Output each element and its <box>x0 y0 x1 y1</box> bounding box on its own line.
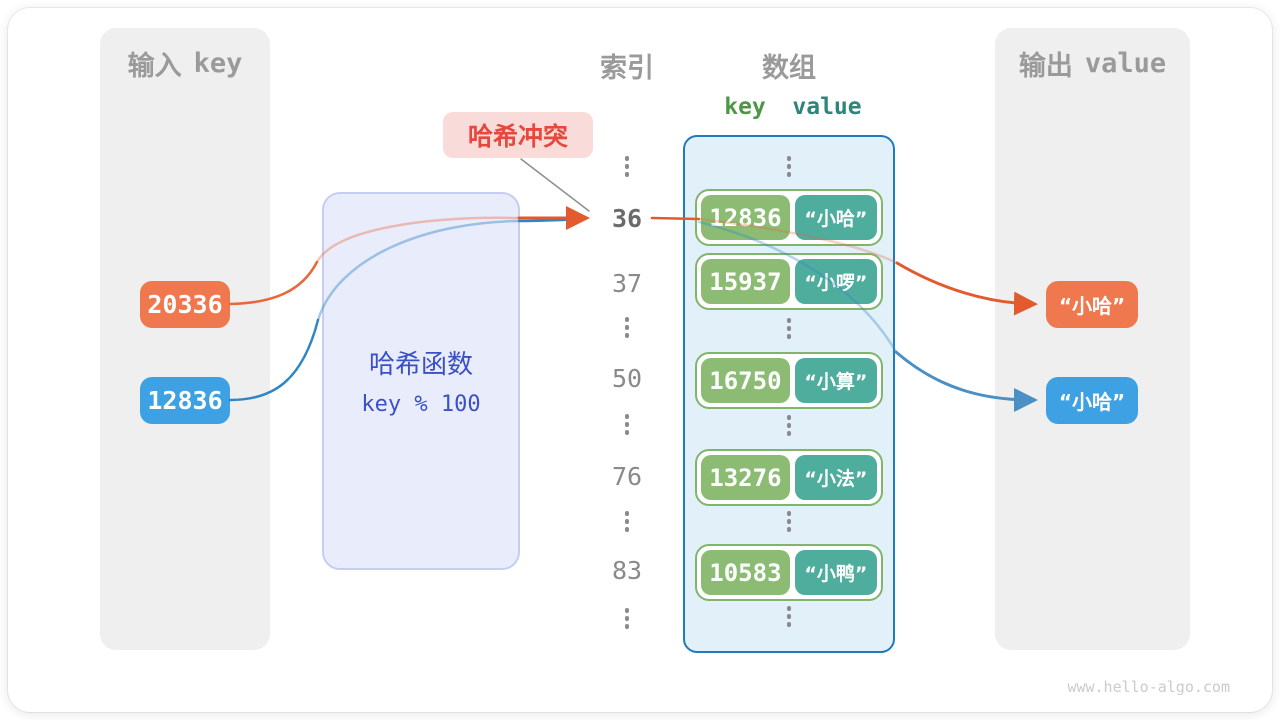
output-value-panel <box>995 28 1190 650</box>
array-pair-row: 13276 “小法” <box>695 449 883 506</box>
array-pair-row: 15937 “小啰” <box>695 253 883 310</box>
index-50: 50 <box>611 364 643 393</box>
vertical-ellipsis-icon <box>622 511 632 532</box>
pair-value: “小算” <box>794 358 877 403</box>
pair-value: “小鸭” <box>794 550 877 595</box>
vertical-ellipsis-icon <box>622 608 632 629</box>
output-panel-title: 输出 value <box>995 44 1190 83</box>
output-value-box-blue: “小哈” <box>1046 377 1138 424</box>
vertical-ellipsis-icon <box>622 156 632 177</box>
pair-value: “小法” <box>794 455 877 500</box>
pair-key: 13276 <box>701 455 790 500</box>
vertical-ellipsis-icon <box>784 318 794 339</box>
array-value-header: value <box>792 94 862 120</box>
index-36: 36 <box>611 204 643 233</box>
input-panel-title-en: key <box>193 48 243 79</box>
input-key-box-12836: 12836 <box>140 377 230 424</box>
watermark: www.hello-algo.com <box>1067 678 1230 696</box>
pair-key: 16750 <box>701 358 790 403</box>
vertical-ellipsis-icon <box>784 156 794 177</box>
output-value-box-orange: “小哈” <box>1046 281 1138 328</box>
input-panel-title-zh: 输入 <box>127 51 182 82</box>
hash-function-box <box>322 192 520 570</box>
input-key-box-20336: 20336 <box>140 281 230 328</box>
pair-value: “小哈” <box>794 195 877 240</box>
pair-key: 12836 <box>701 195 790 240</box>
output-panel-title-zh: 输出 <box>1018 51 1073 82</box>
pair-value: “小啰” <box>794 259 877 304</box>
index-37: 37 <box>611 269 643 298</box>
index-83: 83 <box>611 556 643 585</box>
array-pair-row: 10583 “小鸭” <box>695 544 883 601</box>
array-column-title: 数组 <box>762 53 816 84</box>
array-pair-row: 16750 “小算” <box>695 352 883 409</box>
input-key-panel <box>100 28 270 650</box>
vertical-ellipsis-icon <box>784 511 794 532</box>
hash-collision-label: 哈希冲突 <box>443 112 593 158</box>
hash-function-formula: key % 100 <box>361 392 481 417</box>
index-76: 76 <box>611 462 643 491</box>
input-panel-title: 输入 key <box>100 44 270 83</box>
array-pair-row: 12836 “小哈” <box>695 189 883 246</box>
pair-key: 15937 <box>701 259 790 304</box>
vertical-ellipsis-icon <box>784 415 794 436</box>
pair-key: 10583 <box>701 550 790 595</box>
vertical-ellipsis-icon <box>622 317 632 338</box>
output-panel-title-en: value <box>1084 48 1167 79</box>
hash-function-name: 哈希函数 <box>368 350 473 380</box>
index-column-title: 索引 <box>600 53 654 84</box>
array-key-header: key <box>724 94 766 120</box>
vertical-ellipsis-icon <box>784 606 794 627</box>
vertical-ellipsis-icon <box>622 414 632 435</box>
